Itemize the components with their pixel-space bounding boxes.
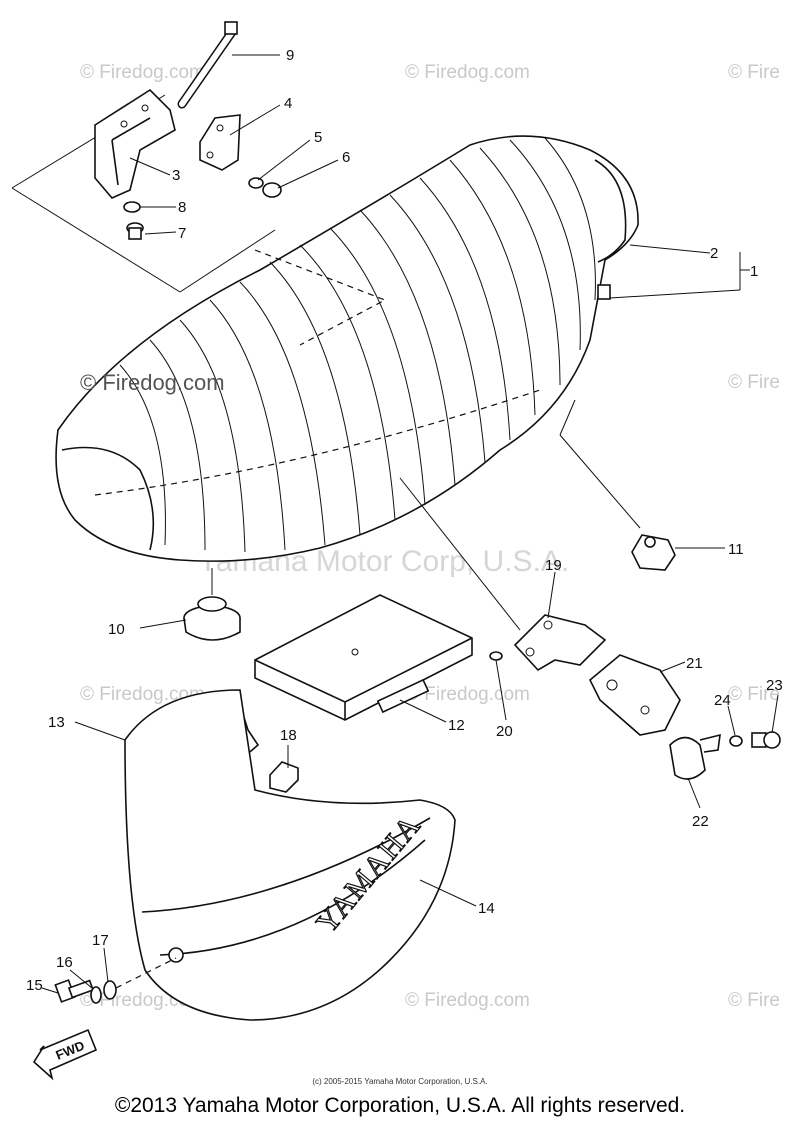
leader-line (559, 399, 576, 436)
washer-part-17 (103, 980, 117, 1000)
nut-part-6 (262, 182, 282, 198)
callout-label: 21 (686, 655, 703, 672)
callout-label: 17 (92, 932, 109, 949)
small-credit: (c) 2005-2015 Yamaha Motor Corporation, … (312, 1077, 488, 1086)
assembly-frame (11, 187, 181, 293)
watermark-site: © Fire (728, 62, 780, 83)
callout-label: 15 (26, 977, 43, 994)
callout-label: 18 (280, 727, 297, 744)
spacer-part-18 (269, 761, 299, 793)
washer-part-5 (248, 177, 264, 189)
bolt-part-15 (54, 979, 95, 1003)
callout-label: 2 (710, 245, 718, 262)
watermark-site: © Firedog.com (80, 62, 205, 83)
tool-tray-part-12 (254, 594, 473, 721)
plate-part-4 (199, 114, 241, 171)
leader-line (399, 477, 521, 631)
screw-part-7 (126, 222, 144, 240)
callout-label: 19 (545, 557, 562, 574)
callout-label: 9 (286, 47, 294, 64)
side-cover-part-14: YAMAHA (124, 689, 456, 1021)
callout-label: 12 (448, 717, 465, 734)
lock-plate-part-21 (589, 654, 681, 736)
washer-part-20 (489, 651, 503, 661)
callout-label: 4 (284, 95, 292, 112)
callout-label: 8 (178, 199, 186, 216)
callout-label: 3 (172, 167, 180, 184)
bolt-part-9 (177, 21, 238, 109)
leader-line (559, 434, 641, 529)
leader-line (115, 957, 177, 989)
callout-label: 22 (692, 813, 709, 830)
forward-arrow-icon: FWD (32, 1028, 98, 1081)
watermark-site: © Fire (728, 372, 780, 393)
seat-part-2 (55, 135, 639, 562)
clip-nut-part-11 (631, 534, 676, 571)
callout-label: 13 (48, 714, 65, 731)
hook-bracket-part-19 (513, 614, 607, 672)
latch-hook-part-22 (669, 733, 721, 780)
copyright-notice: ©2013 Yamaha Motor Corporation, U.S.A. A… (114, 1094, 686, 1117)
callout-label: 23 (766, 677, 783, 694)
watermark-site: © Fire (728, 990, 780, 1011)
callout-label: 6 (342, 149, 350, 166)
hinge-bracket-part-3 (94, 88, 176, 199)
callout-label: 7 (178, 225, 186, 242)
watermark-site: © Firedog.com (405, 684, 530, 705)
callout-label: 14 (478, 900, 495, 917)
watermark-site-prominent: © Firedog.com (80, 370, 225, 395)
assembly-frame (179, 229, 276, 293)
watermark-site: © Firedog.com (405, 62, 530, 83)
washer-part-16 (90, 986, 102, 1004)
callout-label: 10 (108, 621, 125, 638)
washer-part-8 (123, 201, 141, 213)
callout-numbers: 1 2 3 4 5 6 7 8 9 10 11 12 13 14 15 16 1… (26, 47, 783, 994)
watermark-site: © Fire (728, 684, 780, 705)
callout-label: 11 (728, 541, 744, 558)
watermark-site: © Firedog.com (405, 990, 530, 1011)
callout-label: 1 (750, 263, 758, 280)
watermark-site: © Firedog.com (80, 684, 205, 705)
callout-leaders (41, 54, 779, 994)
callout-label: 24 (714, 692, 731, 709)
callout-label: 16 (56, 954, 73, 971)
washer-part-24 (729, 735, 743, 747)
callout-label: 20 (496, 723, 513, 740)
callout-label: 5 (314, 129, 322, 146)
screw-part-23 (751, 731, 781, 749)
damper-part-10 (183, 596, 241, 641)
